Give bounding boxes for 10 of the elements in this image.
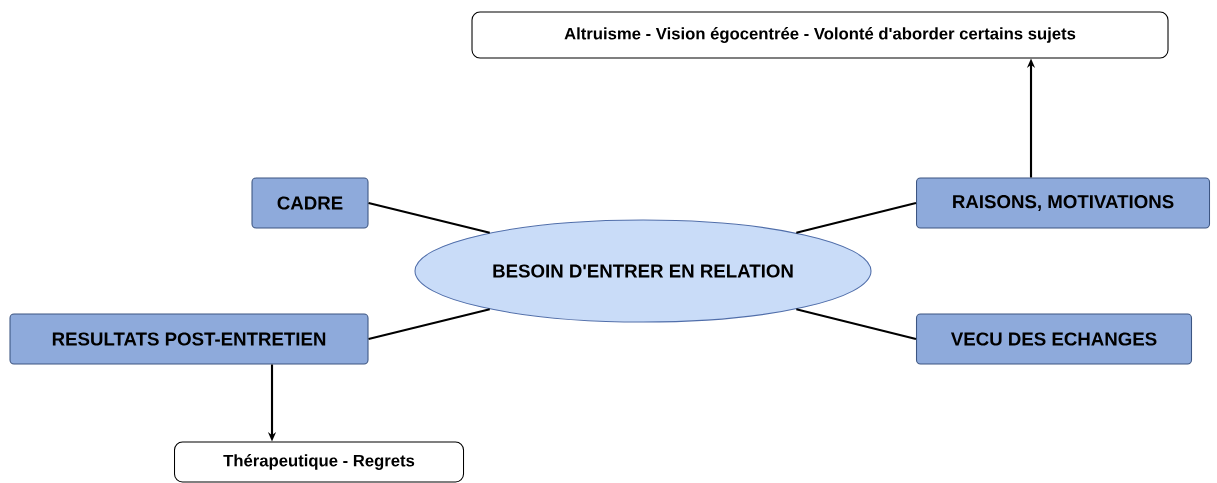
detail-box: Altruisme - Vision égocentrée - Volonté d'aborder certains sujets xyxy=(471,11,1169,59)
category-box: RESULTATS POST-ENTRETIEN xyxy=(9,313,369,365)
connector-line xyxy=(796,308,917,341)
connector-line xyxy=(368,201,490,234)
category-box: VECU DES ECHANGES xyxy=(915,313,1193,365)
connector-line xyxy=(368,308,490,341)
connector-line xyxy=(796,201,917,234)
category-box: RAISONS, MOTIVATIONS xyxy=(915,177,1211,229)
detail-box: Thérapeutique - Regrets xyxy=(173,441,465,483)
category-box: CADRE xyxy=(251,177,369,229)
